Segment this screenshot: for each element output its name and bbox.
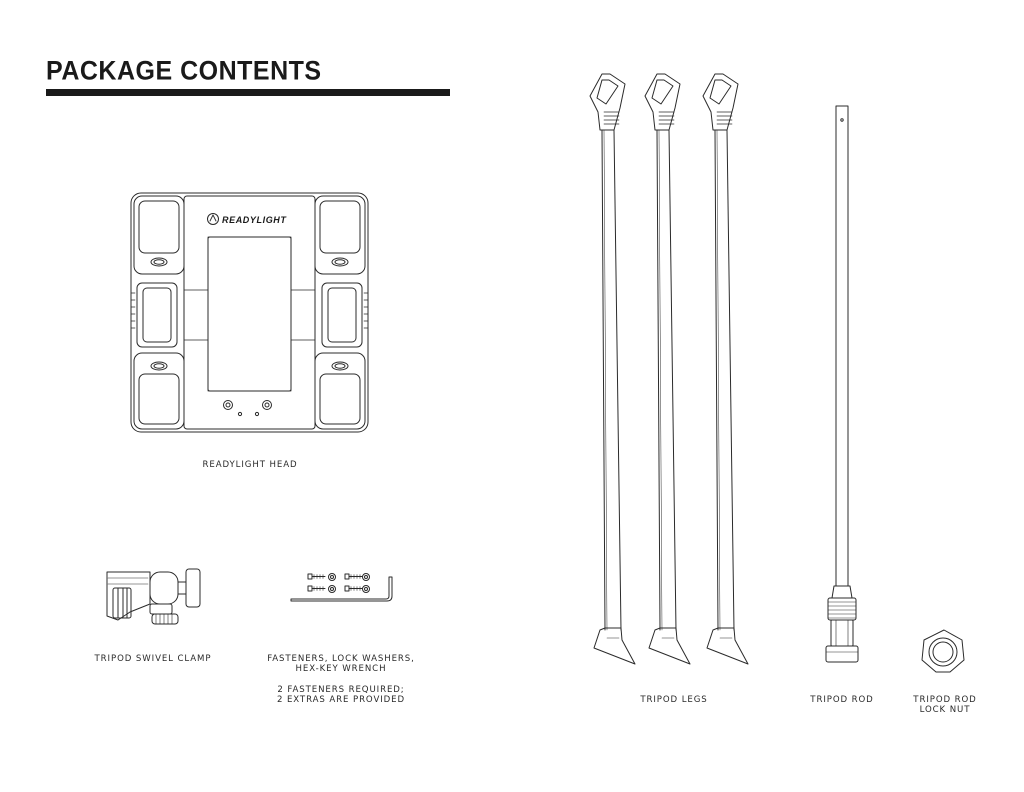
tripod-legs-illustration bbox=[590, 74, 748, 664]
caption-tripod-legs: TRIPOD LEGS bbox=[640, 695, 708, 705]
caption-tripod-rod: TRIPOD ROD bbox=[810, 695, 874, 705]
caption-tripod-rod-lock-nut: TRIPOD ROD LOCK NUT bbox=[895, 695, 995, 715]
corner-pod-top-right bbox=[315, 196, 365, 274]
hex-key-wrench bbox=[291, 577, 392, 601]
caption-fasteners-line1: FASTENERS, LOCK WASHERS, bbox=[267, 654, 415, 664]
caption-fasteners-line2: HEX-KEY WRENCH bbox=[295, 664, 387, 674]
readylight-logo-text: READYLIGHT bbox=[222, 215, 287, 225]
caption-lock-nut-line2: LOCK NUT bbox=[919, 705, 971, 715]
tripod-leg bbox=[590, 74, 635, 664]
page-title: PACKAGE CONTENTS bbox=[46, 55, 322, 87]
fasteners-note-line2: 2 EXTRAS ARE PROVIDED bbox=[276, 695, 406, 705]
corner-pod-top-left bbox=[134, 196, 184, 274]
caption-lock-nut-line1: TRIPOD ROD bbox=[913, 695, 977, 705]
readylight-head-illustration bbox=[131, 193, 368, 432]
corner-pod-bottom-right bbox=[315, 353, 365, 429]
caption-fasteners: FASTENERS, LOCK WASHERS, HEX-KEY WRENCH bbox=[246, 654, 436, 674]
tripod-swivel-clamp-illustration bbox=[107, 569, 200, 624]
fasteners-illustration bbox=[291, 574, 392, 602]
fastener-screw bbox=[308, 574, 336, 581]
fasteners-note: 2 FASTENERS REQUIRED; 2 EXTRAS ARE PROVI… bbox=[246, 685, 436, 705]
tripod-rod-illustration bbox=[826, 106, 858, 662]
caption-tripod-swivel-clamp: TRIPOD SWIVEL CLAMP bbox=[94, 654, 212, 664]
corner-pod-bottom-left bbox=[134, 353, 184, 429]
readylight-logo-icon bbox=[208, 214, 219, 225]
caption-readylight-head: READYLIGHT HEAD bbox=[202, 460, 298, 470]
fasteners-note-line1: 2 FASTENERS REQUIRED; bbox=[277, 685, 405, 695]
title-underline bbox=[46, 89, 450, 96]
tripod-rod-lock-nut-illustration bbox=[922, 630, 964, 672]
